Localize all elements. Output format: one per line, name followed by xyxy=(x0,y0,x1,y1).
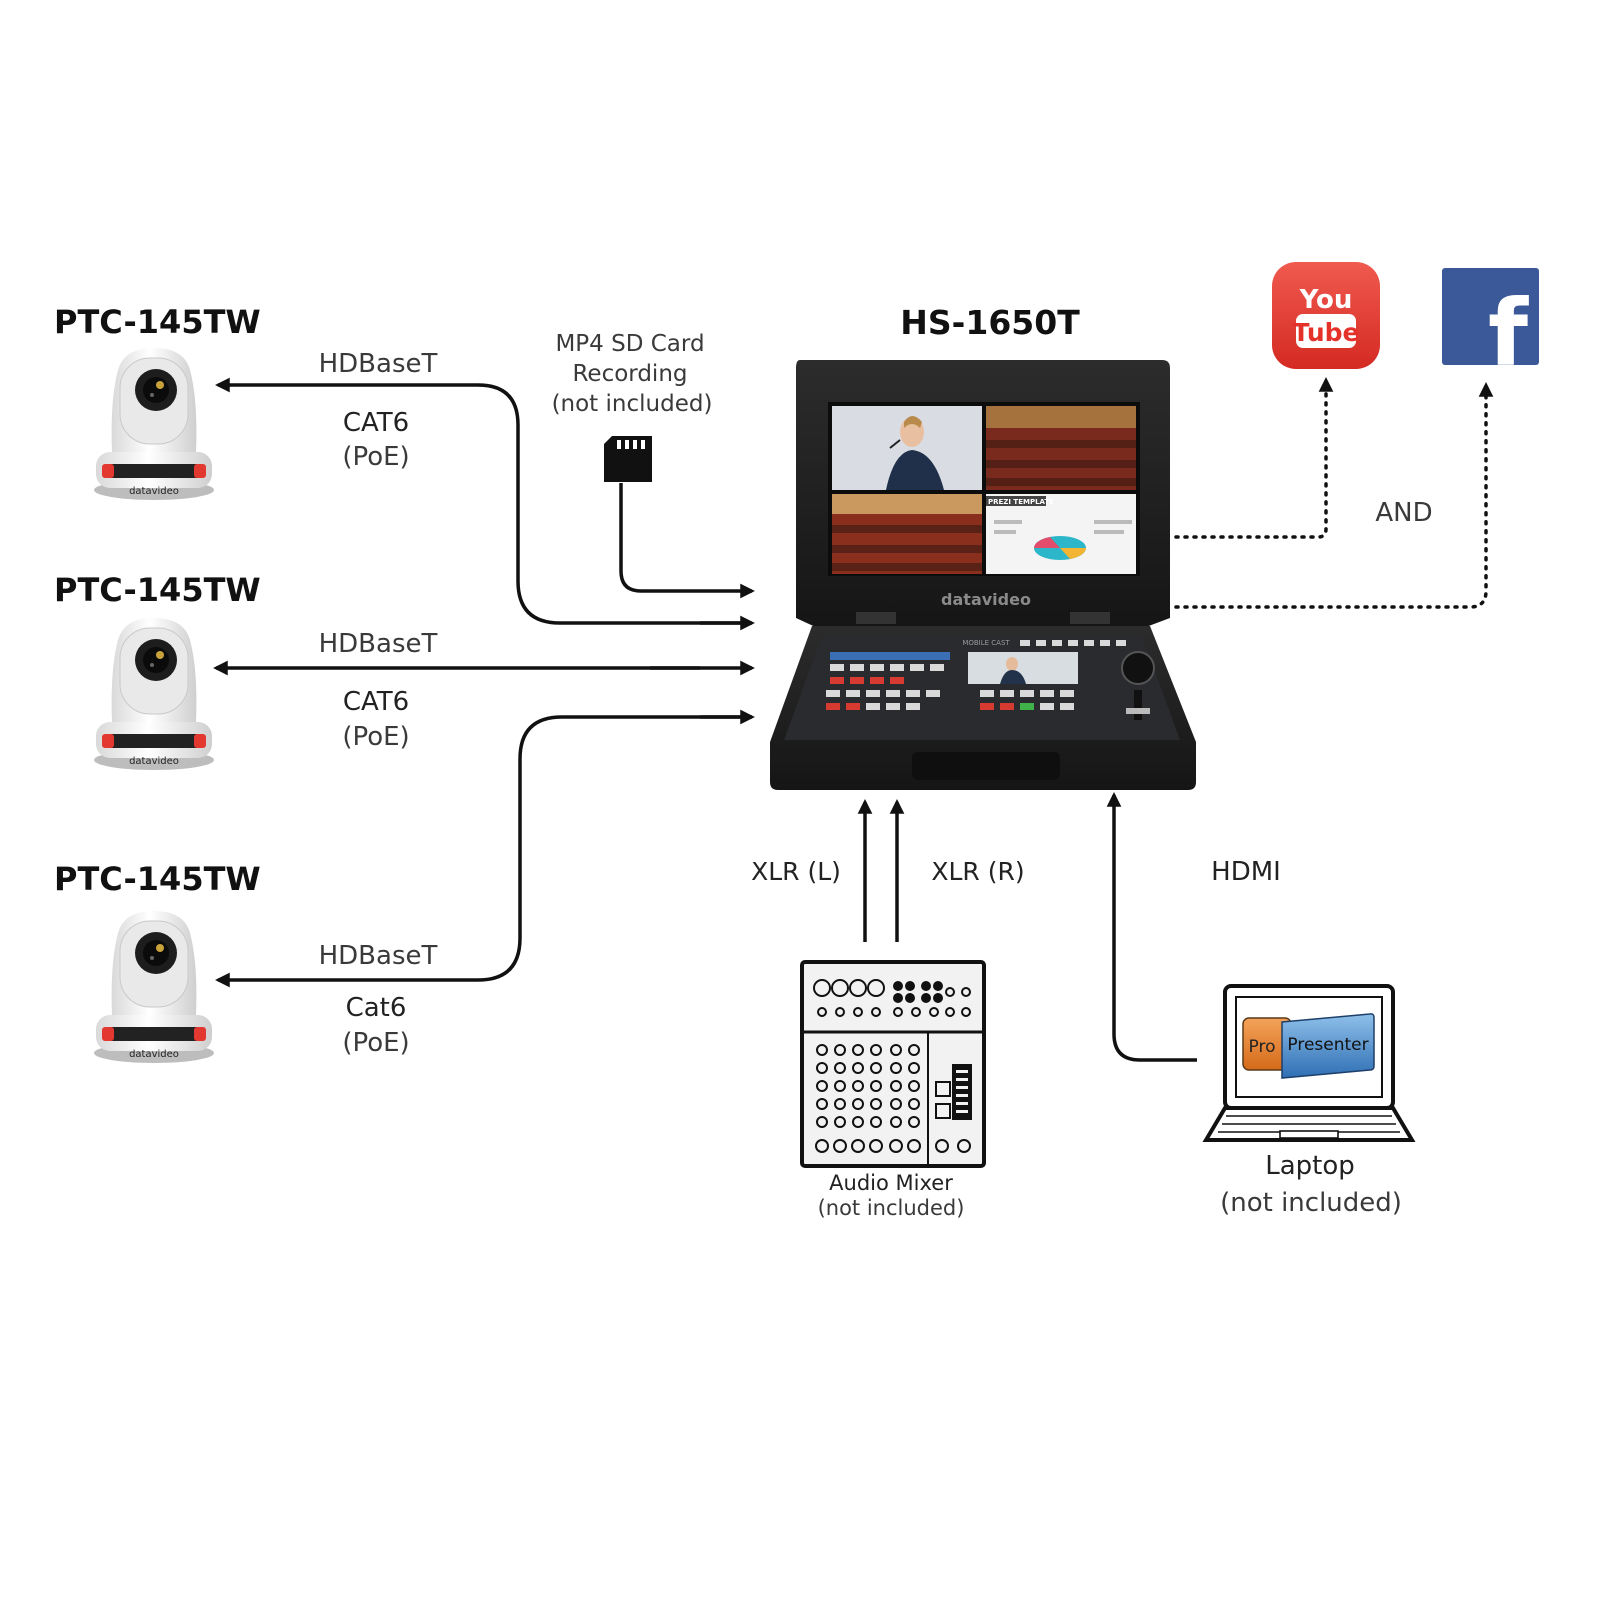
cable-type-label: HDBaseT xyxy=(319,941,438,971)
stream-line-facebook xyxy=(1174,382,1494,609)
hdmi-label: HDMI xyxy=(1211,857,1281,887)
cable-label: Cat6 xyxy=(346,993,407,1023)
power-label: (PoE) xyxy=(342,442,409,472)
hdbaset-line-3 xyxy=(215,715,749,988)
sd-card-line xyxy=(619,483,755,599)
sd-card-label-1: MP4 SD Card xyxy=(555,331,704,357)
switcher: HS-1650T PREZI TEMPL xyxy=(770,303,1196,790)
camera-1: PTC-145TW datavideo HDBaseT CAT6 (PoE) xyxy=(54,303,438,501)
youtube-logo: You Tube xyxy=(1272,262,1380,369)
camera-3: PTC-145TW datavideo HDBaseT Cat6 (PoE) xyxy=(54,860,438,1064)
youtube-you: You xyxy=(1299,285,1353,315)
camera-name: PTC-145TW xyxy=(54,303,261,341)
audio-mixer-note: (not included) xyxy=(818,1196,965,1220)
sd-card-label-2: Recording xyxy=(572,361,687,387)
screen-speaker xyxy=(832,406,982,490)
audio-mixer: Audio Mixer (not included) xyxy=(800,960,986,1220)
control-panel xyxy=(826,640,1155,720)
cable-type-label: HDBaseT xyxy=(319,629,438,659)
screen-presentation: PREZI TEMPLATE xyxy=(986,494,1136,574)
youtube-tube: Tube xyxy=(1293,318,1360,347)
facebook-glyph: f xyxy=(1488,280,1529,387)
laptop-label: Laptop xyxy=(1265,1151,1355,1181)
propresenter-logo: Pro Presenter xyxy=(1242,1013,1375,1079)
camera-brand: datavideo xyxy=(129,1049,179,1060)
screen-audience-1 xyxy=(986,406,1136,490)
camera-brand: datavideo xyxy=(129,756,179,767)
screen-audience-2 xyxy=(832,494,982,574)
camera-brand: datavideo xyxy=(129,486,179,497)
switcher-brand: datavideo xyxy=(941,590,1031,609)
switcher-name: HS-1650T xyxy=(900,303,1080,342)
cable-label: CAT6 xyxy=(343,408,409,438)
power-label: (PoE) xyxy=(342,1028,409,1058)
xlr-right-label: XLR (R) xyxy=(931,857,1024,886)
cable-type-label: HDBaseT xyxy=(319,349,438,379)
app-presenter: Presenter xyxy=(1287,1035,1368,1055)
laptop-note: (not included) xyxy=(1220,1188,1402,1218)
camera-name: PTC-145TW xyxy=(54,571,261,609)
hdmi-line xyxy=(1106,792,1197,1062)
hdbaset-line-1 xyxy=(215,377,749,625)
and-label: AND xyxy=(1375,498,1432,528)
sd-card-recording: MP4 SD Card Recording (not included) xyxy=(552,331,713,482)
laptop: Pro Presenter Laptop (not included) xyxy=(1202,984,1416,1218)
sd-card-icon xyxy=(604,436,652,482)
camera-2: PTC-145TW datavideo HDBaseT CAT6 (PoE) xyxy=(54,571,438,771)
facebook-logo: f xyxy=(1442,268,1539,387)
power-label: (PoE) xyxy=(342,722,409,752)
xlr-left-label: XLR (L) xyxy=(751,857,841,886)
audio-mixer-label: Audio Mixer xyxy=(829,1171,953,1195)
app-pro: Pro xyxy=(1249,1037,1276,1057)
panel-label: MOBILE CAST xyxy=(962,639,1010,647)
camera-name: PTC-145TW xyxy=(54,860,261,898)
stream-line-youtube xyxy=(1174,377,1334,539)
sd-card-note: (not included) xyxy=(552,391,713,417)
screen-text: PREZI TEMPLATE xyxy=(988,498,1054,506)
cable-label: CAT6 xyxy=(343,687,409,717)
